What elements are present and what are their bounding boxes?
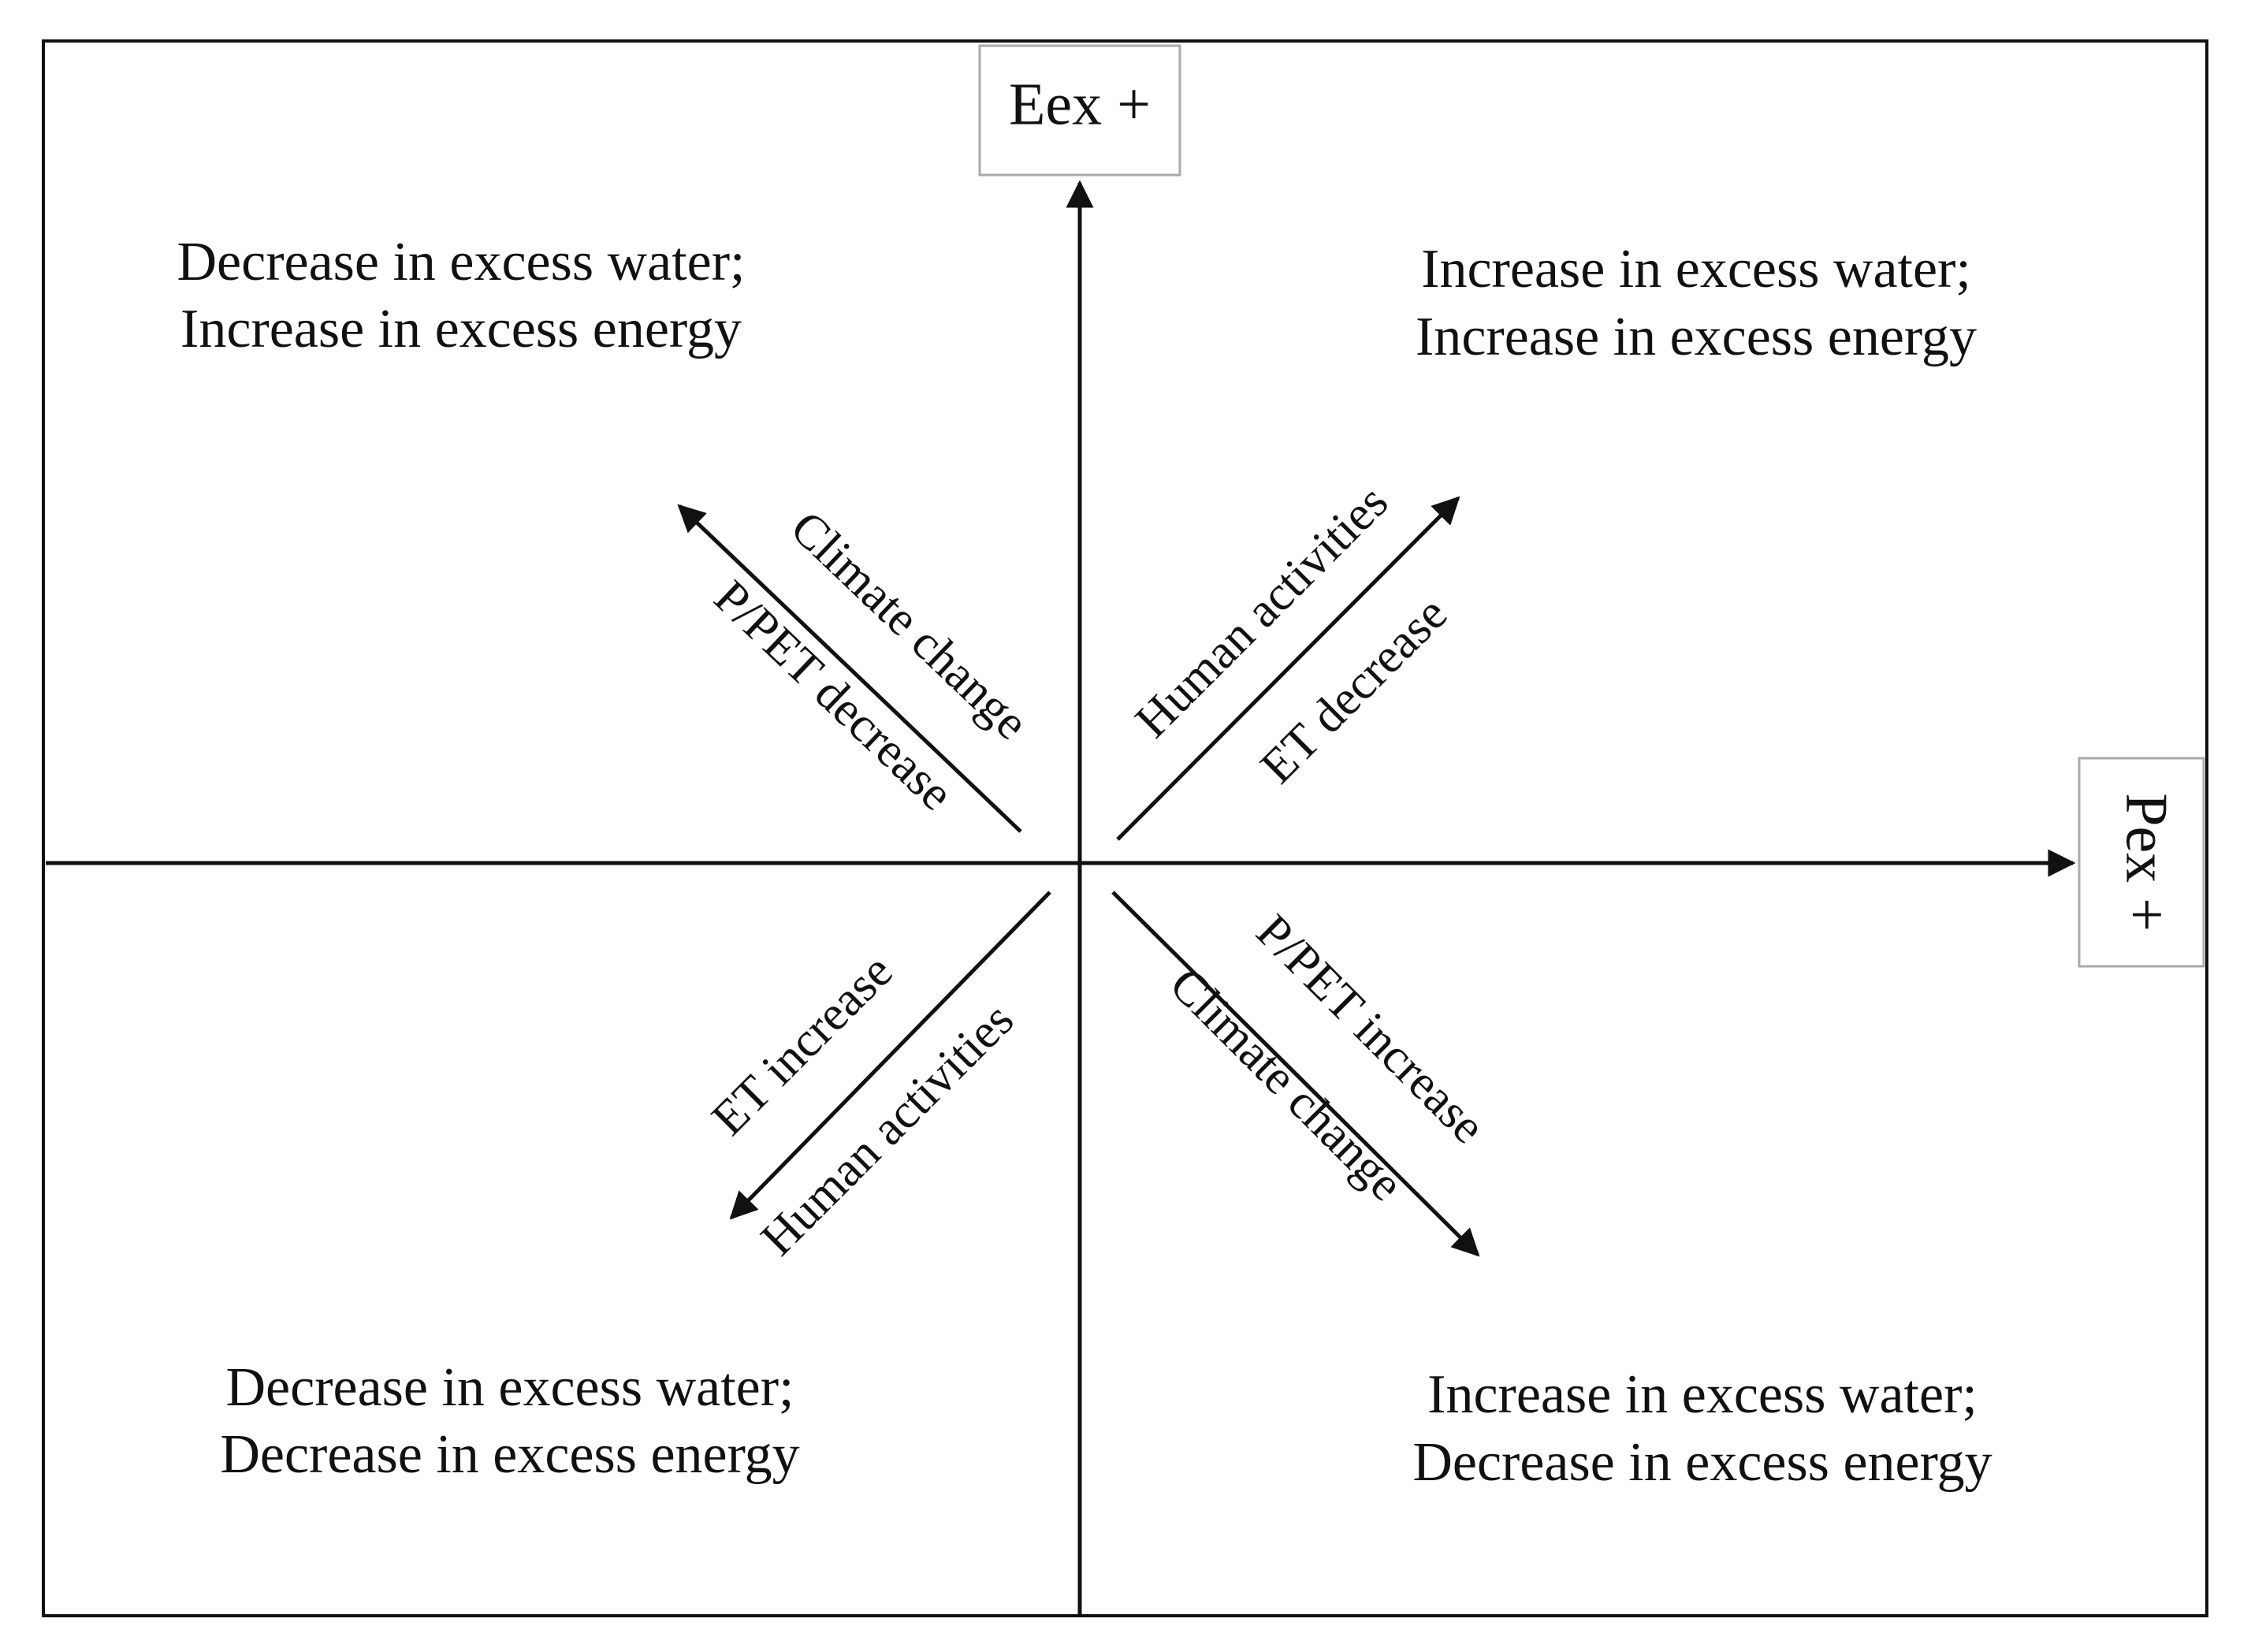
quadrant-bottom-right-line1: Increase in excess water; — [1427, 1364, 1978, 1425]
quadrant-bottom-left-line2: Decrease in excess energy — [220, 1424, 799, 1485]
quadrant-top-right: Increase in excess water; Increase in ex… — [1416, 239, 1977, 367]
eex-label-text: Eex + — [1009, 71, 1151, 137]
arrow-bottom-right — [1111, 891, 1480, 1257]
pex-label-box — [2078, 757, 2205, 968]
quadrant-bottom-right: Increase in excess water; Decrease in ex… — [1412, 1364, 1992, 1493]
eex-axis-label: Eex + — [978, 44, 1181, 177]
quadrant-top-left: Decrease in excess water; Increase in ex… — [177, 232, 746, 359]
quadrant-bottom-left: Decrease in excess water; Decrease in ex… — [220, 1357, 799, 1485]
outer-frame — [42, 39, 2208, 1617]
arrow-top-right — [1116, 496, 1460, 841]
arrow-bottom-left — [729, 891, 1051, 1220]
arrow-top-left-group: Climate change P/PET decrease — [677, 500, 1038, 833]
arrow-top-right-group: Human activities ET decrease — [1116, 475, 1460, 841]
pex-label-text: Pex + — [2114, 793, 2180, 932]
quadrant-top-right-line1: Increase in excess water; — [1421, 239, 1971, 300]
quadrant-top-right-line2: Increase in excess energy — [1416, 307, 1977, 367]
arrow-top-left — [677, 504, 1022, 833]
arrow-bottom-left-group: ET increase Human activities — [701, 891, 1051, 1266]
eex-label-box — [978, 44, 1181, 177]
pex-axis-label: Pex + — [2078, 757, 2205, 968]
quadrant-bottom-left-line1: Decrease in excess water; — [226, 1357, 794, 1418]
quadrant-top-left-line1: Decrease in excess water; — [177, 232, 746, 292]
quadrant-bottom-right-line2: Decrease in excess energy — [1412, 1432, 1992, 1493]
quadrant-top-left-line2: Increase in excess energy — [180, 299, 742, 359]
arrow-bottom-right-group: P/PET increase Climate change — [1111, 891, 1495, 1257]
